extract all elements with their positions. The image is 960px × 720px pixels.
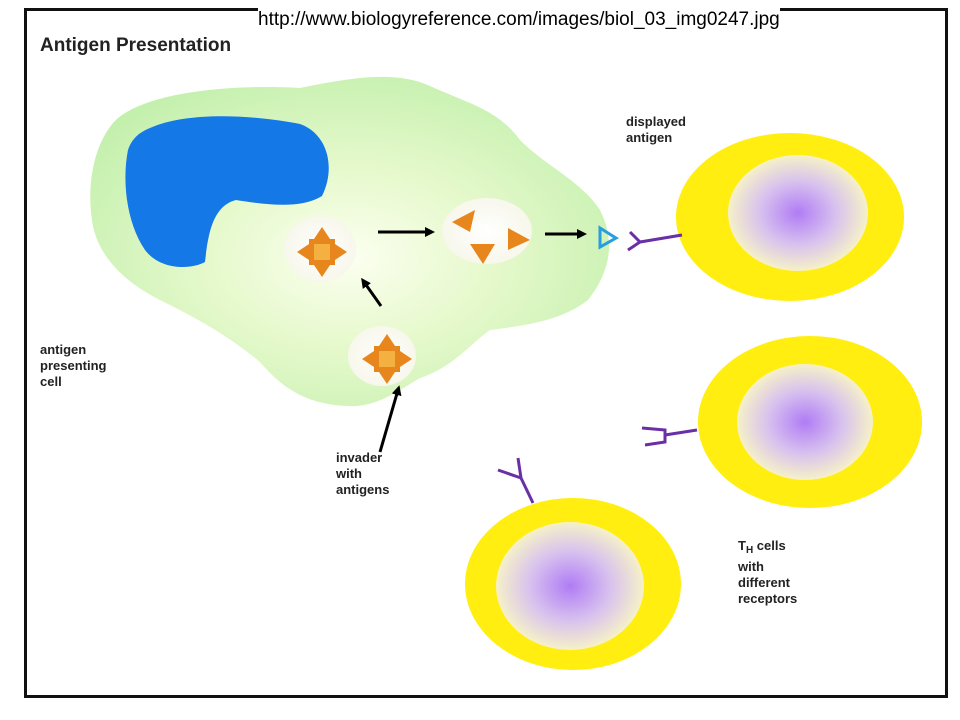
label-line: invader	[336, 450, 383, 465]
label-line: antigen	[626, 130, 673, 145]
displayed-antigen-icon	[598, 225, 619, 250]
label-line: antigen	[40, 342, 87, 357]
t-cell-2	[698, 336, 922, 508]
arrow-engulf	[361, 277, 383, 307]
th-subscript: H	[745, 545, 754, 556]
label-th-cells: TH cells with different receptors	[738, 538, 797, 607]
antigen-fragments-icon	[452, 210, 530, 264]
t-cell-3	[465, 498, 681, 670]
receptor-1-icon	[627, 230, 683, 252]
diagram-title: Antigen Presentation	[40, 35, 232, 56]
source-url[interactable]: http://www.biologyreference.com/images/b…	[258, 8, 780, 32]
nucleus-shape	[125, 116, 329, 267]
arrow-invader-label	[378, 385, 402, 453]
label-line: antigens	[336, 482, 390, 497]
label-line: presenting	[40, 358, 107, 373]
antigen-internalized-icon	[297, 227, 347, 277]
label-line: TH cells	[738, 538, 797, 559]
label-line: displayed	[626, 114, 686, 129]
label-line: receptors	[738, 591, 798, 606]
t-cell-1	[676, 133, 904, 301]
label-invader-with-antigens: invader with antigens	[336, 450, 389, 498]
label-line: with	[738, 559, 764, 574]
label-line: with	[336, 466, 362, 481]
label-line: different	[738, 575, 790, 590]
invader-antigen-icon	[362, 334, 412, 384]
th-rest: cells	[753, 538, 786, 553]
th-prefix: T	[738, 538, 746, 553]
receptor-2-icon	[641, 426, 698, 447]
label-antigen-presenting-cell: antigen presenting cell	[40, 342, 106, 390]
receptor-3-icon	[497, 457, 535, 504]
label-line: cell	[40, 374, 62, 389]
label-displayed-antigen: displayed antigen	[626, 114, 686, 146]
